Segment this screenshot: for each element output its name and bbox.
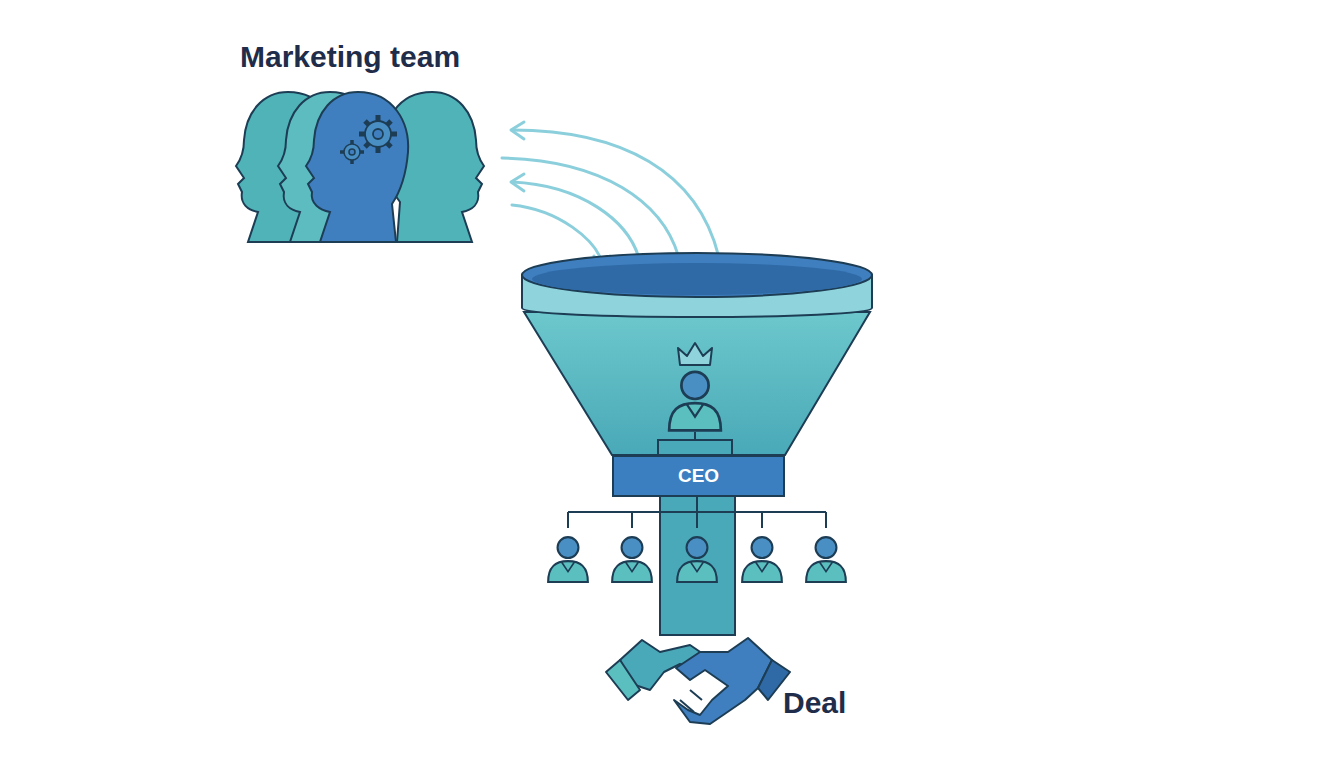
deal-label: Deal — [783, 686, 846, 720]
illustration-part — [306, 92, 408, 242]
illustration-part — [567, 512, 569, 528]
team-heading: Marketing team — [240, 40, 460, 74]
illustration-part — [387, 143, 391, 147]
illustration-part — [391, 132, 397, 137]
illustration-part — [512, 182, 640, 262]
illustration-part — [568, 497, 826, 528]
illustration-part — [340, 150, 344, 154]
illustration-part — [696, 512, 698, 528]
ceo-box: CEO — [612, 455, 785, 497]
feedback-arrows — [502, 122, 728, 270]
illustration-part — [511, 174, 524, 191]
illustration-part — [669, 372, 721, 430]
illustration-part — [365, 121, 391, 147]
illustration-part — [612, 537, 652, 582]
heads-illustration — [236, 92, 484, 242]
illustration-part — [524, 312, 870, 455]
illustration-part — [680, 690, 702, 712]
illustration-part — [359, 115, 397, 153]
illustration-part — [344, 144, 360, 160]
illustration-part — [606, 660, 640, 700]
illustration-part — [359, 115, 397, 153]
illustration-part — [502, 158, 680, 262]
illustration-part — [340, 140, 364, 164]
illustration-part — [349, 149, 355, 155]
ceo-label: CEO — [678, 465, 719, 487]
illustration-part — [365, 121, 369, 125]
illustration-part — [373, 129, 383, 139]
illustration-part — [512, 205, 602, 262]
illustration-part — [340, 140, 364, 164]
illustration-part — [677, 537, 717, 582]
illustration-part — [360, 150, 364, 154]
illustration-part — [825, 512, 827, 528]
illustration-part — [658, 440, 732, 455]
illustration-part — [359, 132, 365, 137]
team-node: Marketing team — [240, 40, 460, 74]
illustration-part — [350, 160, 354, 164]
illustration-part — [306, 92, 408, 242]
illustration-part — [512, 130, 720, 262]
illustration-part — [660, 495, 735, 635]
illustration-part — [806, 537, 846, 582]
illustration-part — [631, 512, 633, 528]
illustration-part — [511, 122, 524, 139]
illustration-part — [678, 343, 712, 365]
illustration-part — [674, 638, 772, 724]
illustration-part — [742, 537, 782, 582]
illustration-part — [522, 253, 872, 297]
illustration-part — [350, 140, 354, 144]
illustration-part — [387, 121, 391, 125]
illustration-part — [511, 122, 728, 270]
illustration-part — [376, 115, 381, 121]
illustration-part — [548, 537, 588, 582]
funnel — [522, 253, 872, 635]
illustration-part — [696, 497, 698, 512]
illustration-part — [376, 147, 381, 153]
leader-icon — [658, 343, 732, 455]
illustration-part — [532, 263, 862, 295]
illustration-part — [365, 143, 369, 147]
illustration-part — [761, 512, 763, 528]
handshake-icon — [606, 638, 790, 724]
org-chart — [548, 497, 846, 582]
